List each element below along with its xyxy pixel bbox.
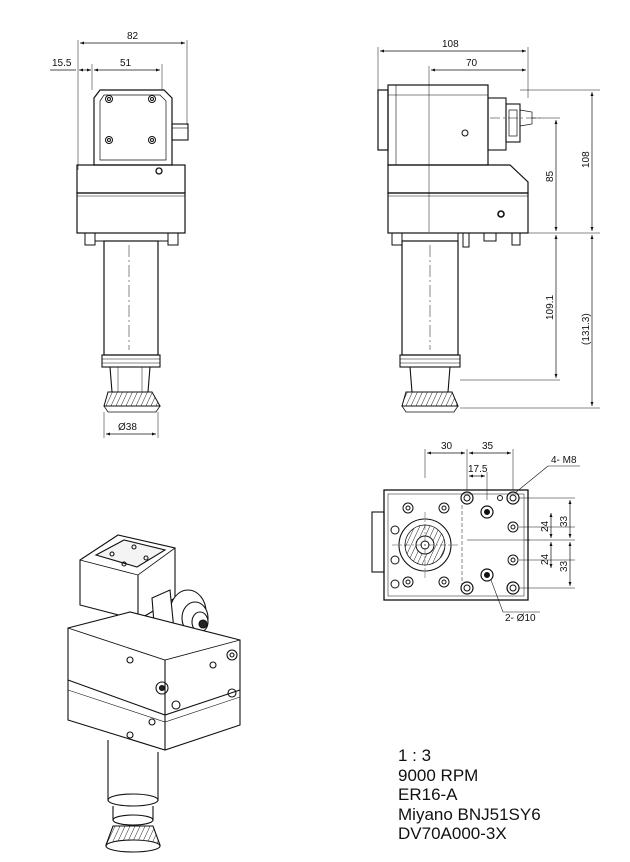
- dim-85: 85: [545, 170, 556, 182]
- machine-label: Miyano BNJ51SY6: [398, 804, 541, 824]
- label-4-m8: 4- M8: [551, 455, 577, 466]
- dim-17-5: 17.5: [468, 464, 488, 475]
- scale-label: 1 : 3: [398, 746, 432, 765]
- front-view: 82 15.5 51: [50, 31, 189, 438]
- label-2-dia-10: 2- Ø10: [505, 613, 536, 624]
- dim-82: 82: [127, 31, 139, 42]
- part-number-label: DV70A000-3X: [398, 824, 507, 843]
- dim-24-lower: 24: [540, 553, 551, 565]
- side-view: 108 70: [377, 39, 600, 413]
- isometric-view: [67, 534, 241, 853]
- dim-108-width: 108: [442, 39, 459, 50]
- rpm-label: 9000 RPM: [398, 765, 479, 785]
- dim-51: 51: [120, 58, 132, 69]
- dim-108-height: 108: [581, 151, 592, 168]
- dim-24-upper: 24: [540, 520, 551, 532]
- spec-block: 1 : 3 9000 RPM ER16-A Miyano BNJ51SY6 DV…: [398, 746, 541, 844]
- dim-33-lower: 33: [559, 560, 570, 572]
- dim-dia-38: Ø38: [118, 422, 137, 433]
- bottom-view: 30 35 17.5 4- M8: [371, 441, 580, 624]
- collet-label: ER16-A: [398, 785, 458, 804]
- dim-70: 70: [466, 58, 478, 69]
- dim-35: 35: [482, 441, 494, 452]
- dim-131-3: (131.3): [581, 313, 592, 345]
- dim-30: 30: [441, 441, 453, 452]
- dim-109-1: 109.1: [545, 295, 556, 320]
- dim-33-upper: 33: [559, 515, 570, 527]
- dim-15-5: 15.5: [52, 58, 72, 69]
